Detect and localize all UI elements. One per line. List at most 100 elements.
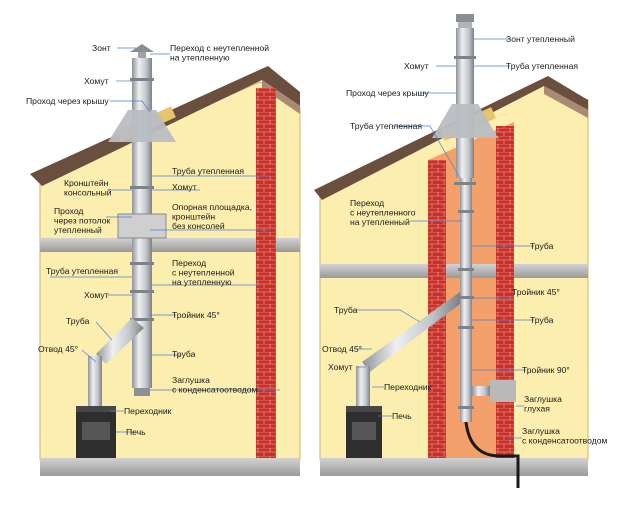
label-left-prohod-krysha: Проход через крышу bbox=[26, 96, 109, 106]
label-line: Хомут bbox=[404, 61, 429, 71]
label-line: утепленный bbox=[54, 225, 102, 235]
right-clamps bbox=[454, 56, 476, 409]
right-floor bbox=[320, 458, 588, 476]
label-line: на утепленный bbox=[350, 217, 410, 227]
label-left-perehodnik: Переходник bbox=[124, 406, 172, 416]
label-line: Кронштейн bbox=[64, 178, 109, 188]
right-roof-edge bbox=[544, 86, 588, 118]
label-line: с неутепленного bbox=[350, 208, 416, 218]
label-line: Проход через крышу bbox=[26, 96, 109, 106]
label-left-pech: Печь bbox=[126, 427, 146, 437]
label-line: Заглушка bbox=[522, 426, 560, 436]
label-line: с конденсатоотводом bbox=[522, 436, 607, 446]
right-blind-cap-box bbox=[490, 380, 516, 402]
left-floor bbox=[40, 458, 300, 476]
label-line: кронштейн bbox=[172, 212, 215, 222]
label-line: Печь bbox=[392, 411, 412, 421]
label-line: Переход bbox=[172, 258, 206, 268]
label-line: Зонт bbox=[92, 43, 111, 53]
label-line: консольный bbox=[64, 188, 112, 198]
label-line: Переходник bbox=[124, 406, 172, 416]
label-right-prohod-krysha: Проход через крышу bbox=[346, 88, 429, 98]
label-line: с неутепленной bbox=[172, 268, 235, 278]
label-line: Заглушка bbox=[524, 394, 562, 404]
label-line: на утепленную bbox=[170, 53, 230, 63]
label-line: глухая bbox=[524, 404, 550, 414]
label-right-troinik-45: Тройник 45° bbox=[512, 287, 560, 297]
right-chimney-pipe bbox=[346, 14, 520, 488]
left-ceiling-pass bbox=[117, 213, 167, 239]
right-stove-icon bbox=[346, 406, 382, 458]
right-house bbox=[314, 76, 589, 476]
label-line: Переходник bbox=[384, 382, 432, 392]
label-line: Хомут bbox=[172, 182, 197, 192]
label-line: Хомут bbox=[84, 290, 109, 300]
label-right-truba-uteplennaya-top: Труба утепленная bbox=[506, 61, 578, 71]
label-line: Тройник 90° bbox=[522, 365, 570, 375]
left-umbrella-icon bbox=[130, 44, 154, 52]
label-line: Тройник 45° bbox=[512, 287, 560, 297]
label-line: Печь bbox=[126, 427, 146, 437]
label-left-otvod-45: Отвод 45° bbox=[38, 344, 78, 354]
label-right-homut-top: Хомут bbox=[404, 61, 429, 71]
label-left-homut-low: Хомут bbox=[84, 290, 109, 300]
label-line: с конденсатоотводом bbox=[172, 385, 257, 395]
right-ceiling-slab bbox=[320, 264, 588, 278]
label-line: Труба утепленная bbox=[506, 61, 578, 71]
label-left-truba: Труба bbox=[66, 316, 90, 326]
label-left-zont: Зонт bbox=[92, 43, 111, 53]
left-roof-cone bbox=[108, 110, 176, 142]
label-right-zont-uteplennyi: Зонт утепленный bbox=[506, 34, 575, 44]
left-clamps bbox=[130, 78, 154, 321]
label-line: Труба утепленная bbox=[46, 266, 118, 276]
label-right-truba-left: Труба bbox=[334, 305, 358, 315]
label-line: Переход с неутепленной bbox=[170, 43, 269, 53]
label-line: Отвод 45° bbox=[38, 344, 78, 354]
left-stove-icon bbox=[76, 406, 116, 458]
right-umbrella-icon bbox=[456, 14, 474, 22]
label-left-homut-top: Хомут bbox=[84, 76, 109, 86]
right-roof-cone bbox=[432, 104, 498, 138]
left-brick-wall bbox=[256, 88, 276, 460]
label-line: Опорная площадка, bbox=[172, 202, 252, 212]
label-line: Проход через крышу bbox=[346, 88, 429, 98]
label-line: Труба утепленная bbox=[350, 121, 422, 131]
label-right-pech: Печь bbox=[392, 411, 412, 421]
left-chimney-pipe bbox=[76, 44, 176, 458]
label-line: на утепленную bbox=[172, 277, 232, 287]
label-right-truba-uteplennaya: Труба утепленная bbox=[350, 121, 422, 131]
label-line: Труба bbox=[334, 305, 358, 315]
label-line: Труба bbox=[66, 316, 90, 326]
label-left-homut-mid: Хомут bbox=[172, 182, 197, 192]
label-right-otvod-45: Отвод 45° bbox=[322, 344, 362, 354]
right-labels: Зонт утепленный Хомут Труба утепленная П… bbox=[322, 34, 607, 446]
label-line: Труба утепленная bbox=[172, 166, 244, 176]
label-line: Труба bbox=[172, 349, 196, 359]
label-line: Отвод 45° bbox=[322, 344, 362, 354]
label-line: без консолей bbox=[172, 221, 225, 231]
right-brick-wall-right bbox=[496, 126, 514, 460]
label-right-perehodnik: Переходник bbox=[384, 382, 432, 392]
right-roof bbox=[314, 76, 588, 200]
label-line: Заглушка bbox=[172, 375, 210, 385]
label-right-troinik-90: Тройник 90° bbox=[522, 365, 570, 375]
left-ceiling-slab bbox=[40, 238, 300, 252]
label-left-truba-uteplennaya: Труба утепленная bbox=[172, 166, 244, 176]
label-line: Зонт утепленный bbox=[506, 34, 575, 44]
label-line: Труба bbox=[530, 241, 554, 251]
label-right-homut: Хомут bbox=[328, 362, 353, 372]
label-line: Труба bbox=[530, 315, 554, 325]
leader-lines bbox=[50, 38, 534, 439]
right-condensate-hose bbox=[464, 421, 520, 488]
label-line: Хомут bbox=[84, 76, 109, 86]
